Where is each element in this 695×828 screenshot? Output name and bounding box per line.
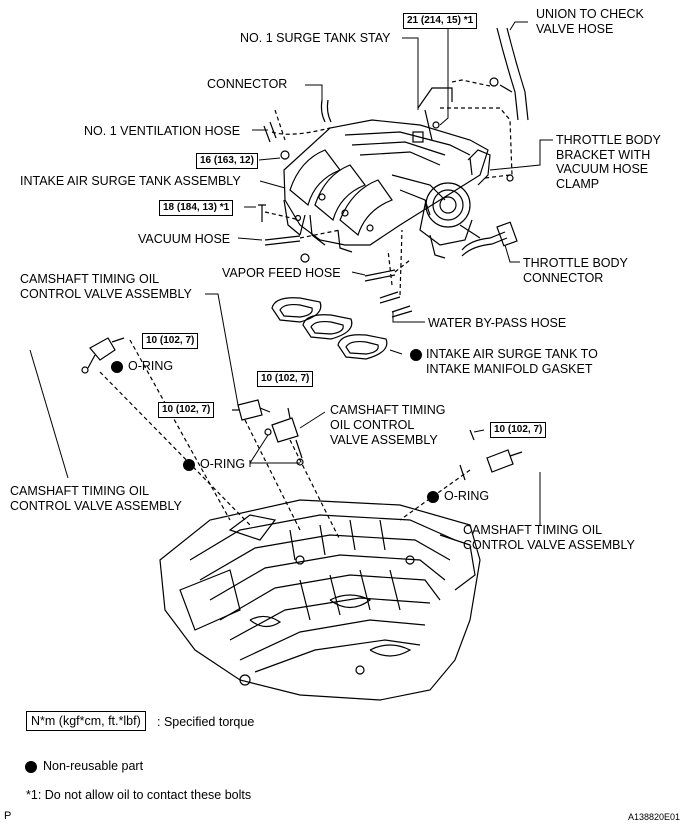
label-union-hose: UNION TO CHECK VALVE HOSE [536, 7, 644, 36]
surge-tank-drawing [283, 119, 489, 253]
legend-nonreusable-dot [25, 761, 37, 773]
nonreusable-dot-gasket [410, 349, 422, 361]
label-water-bypass-hose: WATER BY-PASS HOSE [428, 316, 567, 330]
label-cam-valve-right: CAMSHAFT TIMING OIL CONTROL VALVE ASSEMB… [463, 523, 635, 552]
label-oring-right: O-RING [444, 489, 490, 503]
nonreusable-dot-oring-right [427, 491, 439, 503]
union-hose-drawing [496, 27, 529, 121]
label-oring-left: O-RING [128, 359, 174, 373]
legend-torque-box: N*m (kgf*cm, ft.*lbf) [26, 711, 146, 731]
label-ventilation-hose: NO. 1 VENTILATION HOSE [84, 124, 241, 138]
nonreusable-dot-oring-left [111, 361, 123, 373]
label-cam-valve-center: CAMSHAFT TIMING OIL CONTROL VALVE ASSEMB… [330, 403, 446, 447]
legend-note: *1: Do not allow oil to contact these bo… [26, 788, 252, 802]
label-oring-center: O-RING [200, 457, 246, 471]
cam-valve-right-drawing [459, 429, 523, 481]
engine-block-drawing [159, 499, 481, 701]
label-surge-tank-stay: NO. 1 SURGE TANK STAY [240, 31, 391, 45]
torque-10-left: 10 (102, 7) [142, 333, 199, 349]
torque-10-right: 10 (102, 7) [490, 422, 547, 438]
label-vacuum-hose: VACUUM HOSE [138, 232, 231, 246]
torque-16: 16 (163, 12) [196, 153, 258, 169]
label-cam-valve-left: CAMSHAFT TIMING OIL CONTROL VALVE ASSEMB… [10, 484, 182, 513]
footer-corner: P [4, 810, 12, 822]
label-cam-valve-upper: CAMSHAFT TIMING OIL CONTROL VALVE ASSEMB… [20, 272, 192, 301]
legend-nonreusable: Non-reusable part [43, 759, 144, 773]
label-throttle-connector: THROTTLE BODY CONNECTOR [523, 256, 628, 285]
cam-valve-center-right-drawing [271, 407, 304, 466]
cam-valve-center-left-drawing [232, 399, 272, 436]
gasket-drawing [271, 297, 388, 360]
label-gasket: INTAKE AIR SURGE TANK TO INTAKE MANIFOLD… [426, 347, 598, 376]
nonreusable-dot-oring-center [183, 459, 195, 471]
legend-torque-desc: : Specified torque [157, 715, 255, 729]
torque-18: 18 (184, 13) *1 [159, 200, 234, 216]
leader-lines [29, 21, 553, 525]
label-vapor-feed-hose: VAPOR FEED HOSE [222, 266, 341, 280]
torque-10-center-top: 10 (102, 7) [257, 371, 314, 387]
throttle-body-drawing [419, 149, 491, 259]
throttle-connector-drawing [461, 221, 518, 257]
footer-code: A138820E01 [628, 812, 681, 822]
label-surge-tank-assembly: INTAKE AIR SURGE TANK ASSEMBLY [20, 174, 241, 188]
label-throttle-bracket: THROTTLE BODY BRACKET WITH VACUUM HOSE C… [556, 133, 661, 191]
torque-10-center-left: 10 (102, 7) [158, 402, 215, 418]
label-connector: CONNECTOR [207, 77, 288, 91]
torque-21: 21 (214, 15) *1 [403, 13, 478, 29]
cam-valve-left-drawing [81, 337, 125, 374]
